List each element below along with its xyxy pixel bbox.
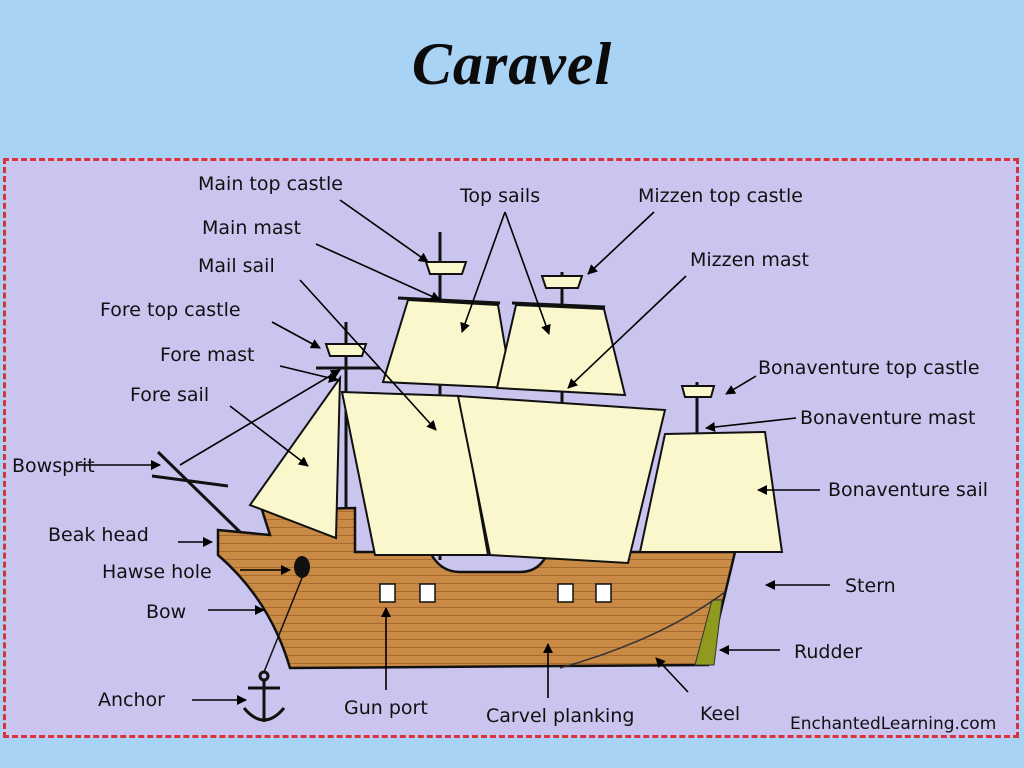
label-bowsprit: Bowsprit [12, 455, 95, 477]
fore-top-castle [324, 343, 368, 357]
main-top-yard [397, 296, 501, 305]
label-main-top-castle: Main top castle [198, 173, 343, 195]
label-mizzen-top-castle: Mizzen top castle [638, 185, 803, 207]
sails [248, 298, 784, 565]
yards [316, 296, 606, 370]
rudder [694, 599, 723, 666]
pointer-arrows [78, 199, 830, 705]
label-main-mast: Main mast [202, 217, 301, 239]
label-rudder: Rudder [794, 641, 862, 663]
label-hawse-hole: Hawse hole [102, 561, 212, 583]
label-mail-sail: Mail sail [198, 255, 275, 277]
bonaventure-sail [638, 430, 784, 553]
label-stern: Stern [845, 575, 896, 597]
bottom-band [0, 740, 1024, 768]
label-fore-top-castle: Fore top castle [100, 299, 241, 321]
label-beak-head: Beak head [48, 524, 149, 546]
anchor [242, 577, 303, 722]
label-bonaventure-sail: Bonaventure sail [828, 479, 988, 501]
label-top-sails: Top sails [459, 185, 540, 207]
main-top-sail [381, 298, 514, 390]
labels: Main top castle Top sails Mizzen top cas… [12, 173, 996, 734]
label-bonaventure-top-castle: Bonaventure top castle [758, 357, 980, 379]
mizzen-sail [456, 394, 667, 565]
bowsprit [151, 450, 242, 534]
label-carvel-planking: Carvel planking [486, 705, 634, 727]
top-castles [324, 261, 716, 398]
title-band [0, 0, 1024, 152]
bonaventure-top-castle [680, 385, 716, 398]
label-bonaventure-mast: Bonaventure mast [800, 407, 975, 429]
label-anchor: Anchor [98, 689, 165, 711]
credit-text: EnchantedLearning.com [790, 714, 996, 734]
label-keel: Keel [700, 703, 740, 725]
keel-line [559, 591, 726, 669]
label-gun-port: Gun port [344, 697, 428, 719]
label-mizzen-mast: Mizzen mast [690, 249, 809, 271]
fore-sail [248, 374, 342, 540]
mizzen-top-castle [540, 275, 584, 289]
main-sail [340, 390, 490, 556]
hawse-hole [294, 556, 310, 578]
gun-ports [379, 583, 612, 603]
label-fore-mast: Fore mast [160, 344, 255, 366]
mizzen-top-yard [511, 301, 606, 309]
hull [216, 506, 737, 670]
label-bow: Bow [146, 601, 186, 623]
page-title: Caravel [411, 31, 613, 97]
main-top-castle [424, 261, 468, 275]
mizzen-top-sail [495, 303, 627, 397]
label-fore-sail: Fore sail [130, 384, 209, 406]
